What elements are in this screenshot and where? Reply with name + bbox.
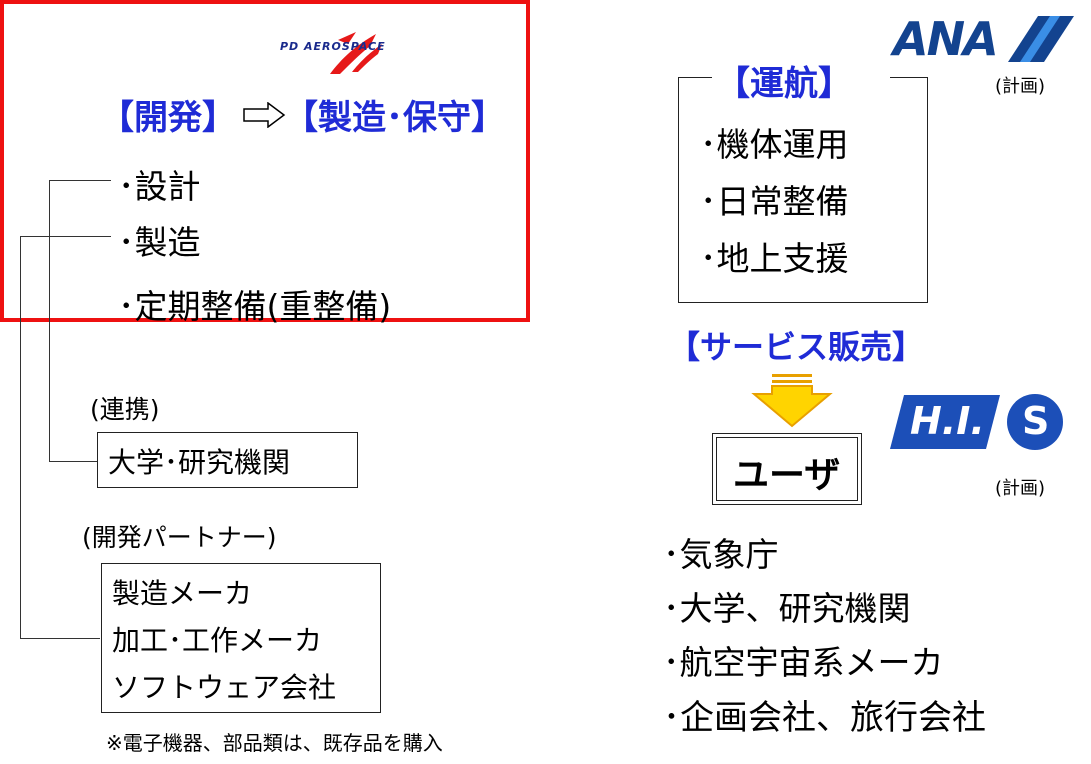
user-item: ･気象庁 bbox=[663, 535, 779, 574]
collaboration-label: (連携) bbox=[90, 395, 160, 424]
operations-heading: 【運航】 bbox=[716, 64, 852, 104]
dev-item-maintenance: ･定期整備(重整備) bbox=[118, 287, 392, 326]
partner-box: 製造メーカ 加工･工作メーカ ソフトウェア会社 bbox=[101, 563, 381, 713]
dev-item-manufacturing: ･製造 bbox=[118, 223, 201, 262]
connector-design-h bbox=[49, 180, 111, 181]
development-frame bbox=[0, 0, 530, 322]
dev-item-design: ･設計 bbox=[118, 167, 201, 206]
purchase-note: ※電子機器、部品類は、既存品を購入 bbox=[106, 731, 443, 755]
his-s-mark: S bbox=[1022, 399, 1050, 443]
heading-development: 【開発】 bbox=[100, 98, 236, 138]
partner-item: ソフトウェア会社 bbox=[112, 671, 337, 704]
his-circle-icon bbox=[1007, 394, 1063, 450]
his-italic-mark bbox=[890, 395, 1000, 449]
his-plan-label: (計画) bbox=[995, 478, 1046, 499]
operations-heading-bg bbox=[712, 60, 890, 96]
connector-design-v bbox=[49, 180, 50, 461]
partner-item: 加工･工作メーカ bbox=[112, 624, 323, 657]
pd-aerospace-emblem bbox=[330, 32, 382, 74]
ana-stripe-icon bbox=[1008, 16, 1074, 62]
partner-item: 製造メーカ bbox=[112, 577, 253, 610]
user-box-label: ユーザ bbox=[733, 455, 841, 496]
ana-plan-label: (計画) bbox=[995, 76, 1046, 97]
his-logo: H.I. S bbox=[890, 393, 1070, 450]
his-left-mark: H.I. bbox=[910, 399, 985, 443]
connector-partner-h bbox=[20, 638, 100, 639]
user-box-inner bbox=[716, 437, 858, 501]
connector-univ-h bbox=[49, 461, 98, 462]
ana-wordmark: ANA bbox=[893, 12, 999, 66]
user-item: ･大学、研究機関 bbox=[663, 589, 911, 628]
ana-logo: ANA bbox=[893, 12, 1078, 66]
university-box: 大学･研究機関 bbox=[97, 432, 358, 488]
user-box: ユーザ bbox=[712, 433, 862, 505]
user-item: ･企画会社、旅行会社 bbox=[663, 698, 986, 738]
heading-manufacturing-maintenance: 【製造･保守】 bbox=[284, 98, 505, 138]
university-box-label: 大学･研究機関 bbox=[108, 446, 291, 479]
pd-aerospace-logo: PD AEROSPACE bbox=[260, 28, 430, 78]
pd-aerospace-wordmark: PD AEROSPACE bbox=[280, 40, 386, 53]
dev-partner-label: (開発パートナー) bbox=[82, 523, 277, 552]
connector-mfg-h bbox=[20, 236, 111, 237]
user-item: ･航空宇宙系メーカ bbox=[663, 643, 944, 682]
operations-item: ･日常整備 bbox=[700, 182, 849, 221]
operations-item: ･地上支援 bbox=[700, 239, 849, 278]
down-arrow-icon bbox=[751, 374, 833, 428]
connector-mfg-v bbox=[20, 236, 21, 638]
right-arrow-icon bbox=[243, 102, 286, 128]
operations-item: ･機体運用 bbox=[700, 125, 849, 164]
sales-heading: 【サービス販売】 bbox=[668, 328, 925, 366]
